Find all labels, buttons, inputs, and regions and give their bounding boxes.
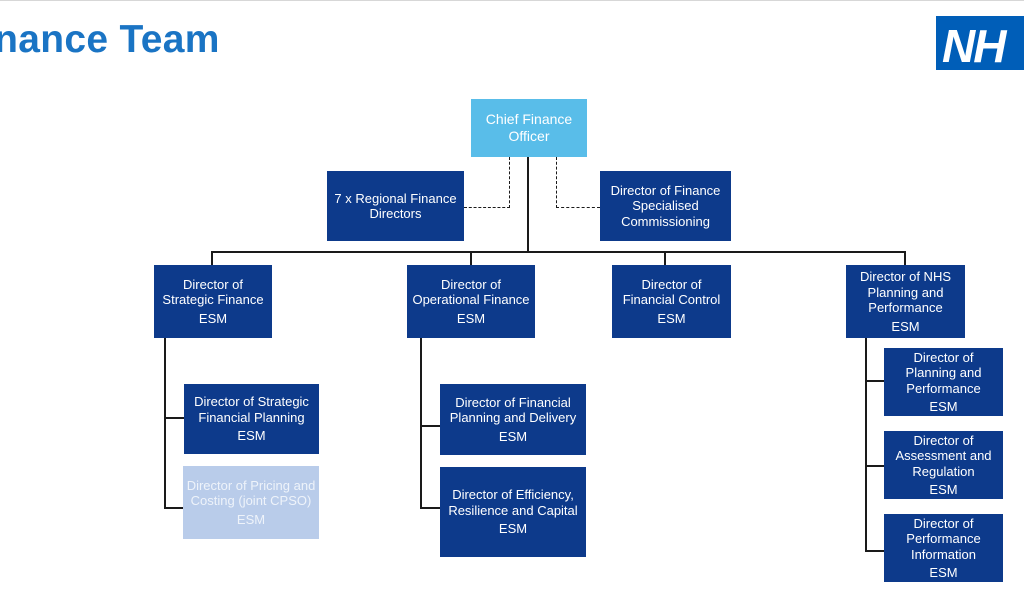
org-box-title: 7 x Regional Finance Directors (334, 190, 457, 222)
org-box-title: Director of Performance Information (906, 515, 981, 562)
org-box-title: Director of Assessment and Regulation (895, 432, 992, 479)
org-box-specialised-commissioning: Director of Finance Specialised Commissi… (600, 171, 731, 241)
connector-planning-spine (865, 338, 867, 552)
nhs-logo: NH (936, 16, 1024, 70)
org-box-nhs-planning-performance: Director of NHS Planning and Performance… (846, 265, 965, 338)
org-box-efficiency-resilience-capital: Director of Efficiency, Resilience and C… (440, 467, 586, 557)
org-box-grade: ESM (929, 565, 958, 580)
connector-operational-report-2 (420, 507, 440, 509)
connector-operational-drop (470, 251, 472, 265)
org-box-financial-control: Director of Financial Control ESM (612, 265, 731, 338)
dashed-connector-regional-vertical (509, 157, 510, 208)
connector-strategic-report-2 (164, 507, 184, 509)
org-box-title: Director of NHS Planning and Performance (859, 269, 952, 315)
org-box-title: Director of Financial Planning and Deliv… (449, 394, 577, 426)
org-box-grade: ESM (929, 482, 958, 497)
org-box-regional-finance-directors: 7 x Regional Finance Directors (327, 171, 464, 241)
org-box-grade: ESM (456, 310, 486, 326)
org-box-grade: ESM (236, 511, 266, 527)
org-box-title: Director of Finance Specialised Commissi… (610, 182, 721, 229)
slide-title-container: inance Team (0, 18, 700, 74)
org-box-financial-planning-delivery: Director of Financial Planning and Deliv… (440, 384, 586, 455)
org-box-grade: ESM (498, 428, 528, 444)
org-box-grade: ESM (929, 399, 958, 414)
connector-cfo-down (527, 157, 529, 253)
dashed-connector-regional-horizontal (464, 207, 510, 208)
org-box-pricing-and-costing: Director of Pricing and Costing (joint C… (183, 466, 319, 539)
org-box-title: Chief Finance Officer (485, 111, 573, 144)
dashed-connector-specialised-vertical (556, 157, 557, 208)
connector-operational-report-1 (420, 425, 440, 427)
connector-planning-report-1 (865, 380, 884, 382)
org-box-title: Director of Pricing and Costing (joint C… (186, 477, 316, 509)
top-border (0, 0, 1024, 1)
org-box-grade: ESM (891, 318, 920, 334)
connector-planning-report-3 (865, 550, 884, 552)
connector-operational-spine (420, 338, 422, 508)
connector-strategic-spine (164, 338, 166, 508)
org-box-planning-and-performance: Director of Planning and Performance ESM (884, 348, 1003, 416)
org-box-grade: ESM (237, 428, 266, 444)
connector-strategic-report-1 (164, 417, 184, 419)
org-box-title: Director of Operational Finance (412, 276, 530, 308)
org-box-strategic-financial-planning: Director of Strategic Financial Planning… (184, 384, 319, 454)
org-box-strategic-finance: Director of Strategic Finance ESM (154, 265, 272, 338)
org-box-title: Director of Strategic Financial Planning (194, 394, 309, 425)
connector-strategic-drop (211, 251, 213, 265)
org-box-title: Director of Efficiency, Resilience and C… (448, 487, 578, 518)
org-box-title: Director of Strategic Finance (162, 276, 264, 308)
connector-main-horizontal (212, 251, 905, 253)
dashed-connector-specialised-horizontal (556, 207, 600, 208)
org-box-title: Director of Financial Control (622, 276, 721, 308)
org-box-operational-finance: Director of Operational Finance ESM (407, 265, 535, 338)
org-box-grade: ESM (657, 310, 686, 326)
slide-title: inance Team (0, 18, 220, 61)
org-box-grade: ESM (498, 521, 528, 537)
org-box-assessment-and-regulation: Director of Assessment and Regulation ES… (884, 431, 1003, 499)
connector-planning-drop (904, 251, 906, 265)
org-box-title: Director of Planning and Performance (905, 349, 982, 396)
org-box-chief-finance-officer: Chief Finance Officer (471, 99, 587, 157)
connector-control-drop (664, 251, 666, 265)
org-box-grade: ESM (198, 310, 228, 326)
nhs-logo-text: NH (942, 20, 1006, 70)
connector-planning-report-2 (865, 465, 884, 467)
org-box-performance-information: Director of Performance Information ESM (884, 514, 1003, 582)
